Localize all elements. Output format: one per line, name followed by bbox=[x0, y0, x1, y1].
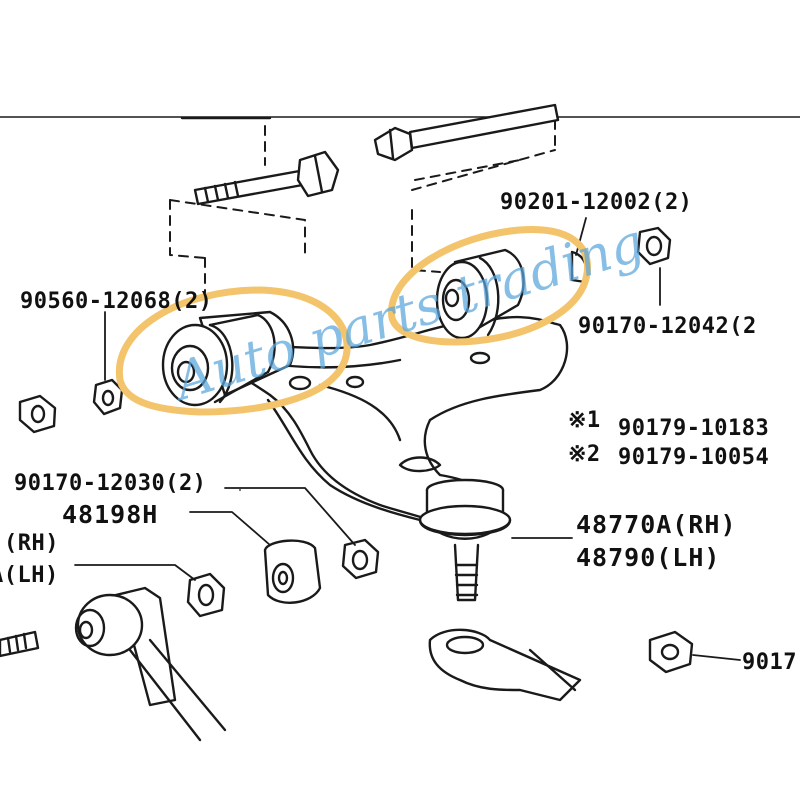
right-bushing bbox=[435, 248, 589, 340]
label-mark-2: ※2 bbox=[568, 442, 601, 467]
ball-joint bbox=[418, 478, 512, 602]
label-48198: 48198H bbox=[62, 500, 159, 529]
washer-left bbox=[92, 378, 124, 416]
label-90201: 90201-12002(2) bbox=[500, 190, 693, 215]
knuckle bbox=[428, 628, 582, 702]
label-48770: 48770A(RH) bbox=[576, 510, 737, 539]
label-lh-left: A(LH) bbox=[0, 563, 59, 588]
label-90179-10183: 90179-10183 bbox=[618, 416, 770, 441]
label-rh-left: (RH) bbox=[4, 531, 59, 556]
stud-left-edge bbox=[0, 630, 40, 658]
lower-link bbox=[74, 586, 227, 742]
nut-left-side bbox=[18, 394, 57, 434]
control-arm bbox=[228, 315, 569, 522]
label-48790: 48790(LH) bbox=[576, 543, 721, 572]
bushing-48198 bbox=[263, 539, 322, 604]
nut-lower-left bbox=[186, 572, 226, 618]
nut-lower-right bbox=[648, 630, 694, 674]
left-bushing bbox=[161, 310, 295, 407]
highlight-left-bushing bbox=[115, 286, 351, 416]
leader-lines bbox=[74, 217, 741, 661]
nut-middle bbox=[341, 538, 380, 580]
nut-top-right bbox=[636, 226, 672, 266]
label-9017-cut: 9017 bbox=[742, 650, 797, 675]
right-bolt bbox=[180, 103, 560, 162]
label-90170-lower: 90170-12030(2) bbox=[14, 471, 207, 496]
label-90170-upper: 90170-12042(2 bbox=[578, 314, 757, 339]
dashed-guides-right bbox=[411, 119, 556, 273]
dashed-guides-left bbox=[169, 125, 306, 301]
left-bolt bbox=[193, 150, 340, 206]
label-mark-1: ※1 bbox=[568, 408, 601, 433]
label-90179-10054: 90179-10054 bbox=[618, 445, 770, 470]
label-90560: 90560-12068(2) bbox=[20, 289, 213, 314]
highlight-right-bushing bbox=[388, 226, 591, 346]
